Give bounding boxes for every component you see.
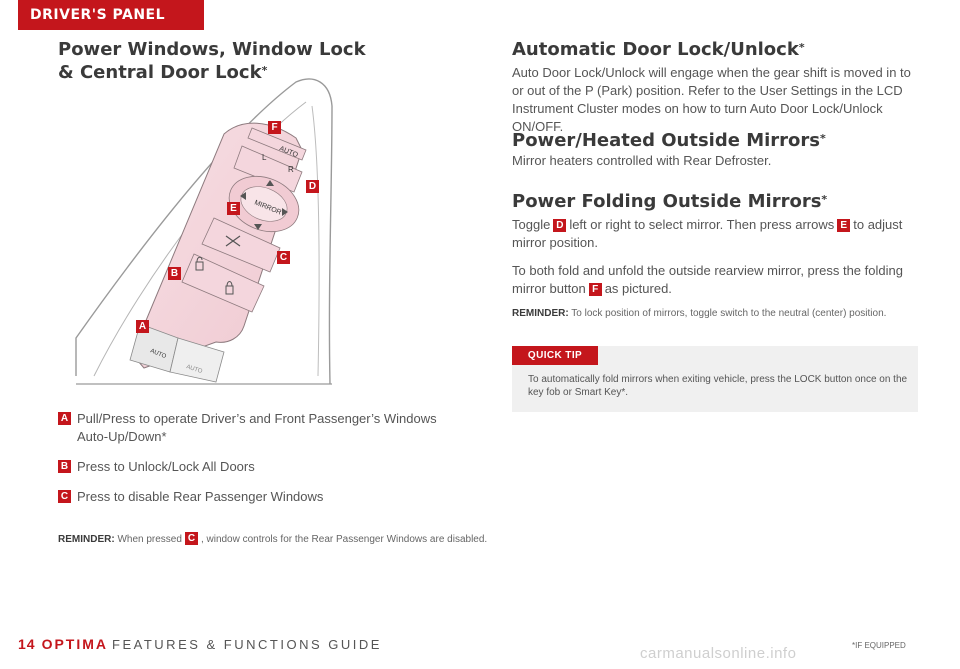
callout-b: B xyxy=(168,267,181,280)
list-item: A Pull/Press to operate Driver’s and Fro… xyxy=(58,410,458,446)
text: Toggle xyxy=(512,217,551,232)
left-mirror-label: L xyxy=(262,153,267,162)
callout-a: A xyxy=(136,320,149,333)
text: as pictured. xyxy=(604,281,672,296)
badge-c: C xyxy=(58,490,71,503)
text: to adjust mirror position. xyxy=(512,217,903,250)
title-text: Power Folding Outside Mirrors xyxy=(512,191,822,212)
brand-name: OPTIMA xyxy=(41,636,109,652)
quick-tip-box: QUICK TIP To automatically fold mirrors … xyxy=(512,346,918,412)
title-text: Automatic Door Lock/Unlock xyxy=(512,39,799,60)
door-switch-illustration: AUTO L R MIRROR AUTO AUTO F D E C B A xyxy=(74,76,334,386)
auto-door-lock-body: Auto Door Lock/Unlock will engage when t… xyxy=(512,65,911,134)
right-mirror-label: R xyxy=(288,165,294,174)
callout-e: E xyxy=(227,202,240,215)
folding-mirrors-title: Power Folding Outside Mirrors* xyxy=(512,191,827,213)
asterisk: * xyxy=(821,193,828,206)
reminder-before: When pressed xyxy=(117,534,182,545)
heated-mirrors-body: Mirror heaters controlled with Rear Defr… xyxy=(512,153,772,168)
list-item-text: Press to disable Rear Passenger Windows xyxy=(77,489,324,504)
callout-f: F xyxy=(268,121,281,134)
asterisk: * xyxy=(798,41,805,54)
text: left or right to select mirror. Then pre… xyxy=(569,217,835,232)
badge-c-inline: C xyxy=(184,532,198,545)
reminder-label: REMINDER: xyxy=(58,534,115,545)
window-auto-label: AUTO xyxy=(149,348,167,360)
reminder-label: REMINDER: xyxy=(512,308,569,319)
quick-tip-text: To automatically fold mirrors when exiti… xyxy=(528,374,908,398)
folding-mirrors-p2: To both fold and unfold the outside rear… xyxy=(512,262,918,298)
window-auto-label-2: AUTO xyxy=(185,364,203,375)
callout-d: D xyxy=(306,180,319,193)
badge-b: B xyxy=(58,460,71,473)
section-tab: DRIVER'S PANEL xyxy=(18,0,204,30)
folding-reminder: REMINDER: To lock position of mirrors, t… xyxy=(512,305,918,323)
badge-a: A xyxy=(58,412,71,425)
asterisk: * xyxy=(820,132,826,145)
callout-c: C xyxy=(277,251,290,264)
list-item: B Press to Unlock/Lock All Doors xyxy=(58,458,458,476)
reminder-text: To lock position of mirrors, toggle swit… xyxy=(571,308,887,319)
list-item-text: Pull/Press to operate Driver’s and Front… xyxy=(77,411,437,444)
quick-tip-label: QUICK TIP xyxy=(512,346,598,365)
title-text: Power/Heated Outside Mirrors xyxy=(512,130,820,151)
badge-e: E xyxy=(837,219,851,232)
auto-door-lock-title: Automatic Door Lock/Unlock* xyxy=(512,39,805,61)
left-section-title: Power Windows, Window Lock & Central Doo… xyxy=(58,38,398,84)
guide-name: FEATURES & FUNCTIONS GUIDE xyxy=(112,637,382,652)
page-number: 14 xyxy=(18,636,36,652)
badge-f: F xyxy=(588,283,602,296)
left-title-line1: Power Windows, Window Lock xyxy=(58,39,366,60)
if-equipped-note: *IF EQUIPPED xyxy=(852,641,906,650)
text: To both fold and unfold the outside rear… xyxy=(512,263,903,296)
door-panel-drawing: AUTO L R MIRROR AUTO AUTO xyxy=(75,78,333,385)
reminder-after: , window controls for the Rear Passenger… xyxy=(200,534,488,545)
heated-mirrors-title: Power/Heated Outside Mirrors* xyxy=(512,130,826,152)
badge-d: D xyxy=(553,219,567,232)
list-item: C Press to disable Rear Passenger Window… xyxy=(58,488,458,506)
feature-list: A Pull/Press to operate Driver’s and Fro… xyxy=(58,410,458,518)
left-title-line2: & Central Door Lock xyxy=(58,62,262,83)
list-item-text: Press to Unlock/Lock All Doors xyxy=(77,459,255,474)
watermark: carmanualsonline.info xyxy=(640,645,797,662)
asterisk: * xyxy=(261,64,268,77)
